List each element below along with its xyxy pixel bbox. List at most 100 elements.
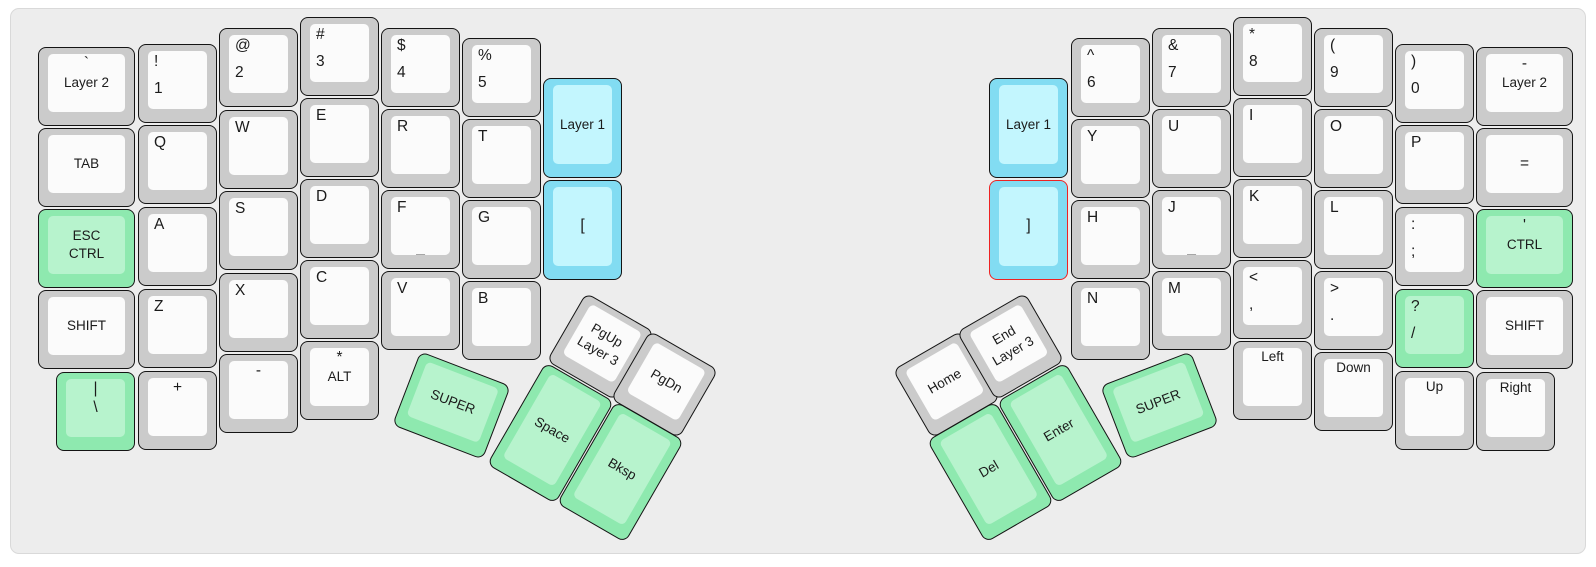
keycap-top: !1 — [148, 51, 207, 109]
key-quote-ctrl[interactable]: 'CTRL — [1476, 209, 1573, 288]
key-super-left[interactable]: SUPER — [391, 350, 511, 460]
key-legend: Enter — [1040, 415, 1076, 445]
keycap-top: V — [391, 278, 450, 336]
key-legend: B — [478, 290, 489, 307]
key-dollar-4[interactable]: $4 — [381, 28, 460, 107]
keycap-top: + — [148, 378, 207, 436]
key-shift-right[interactable]: SHIFT — [1476, 290, 1573, 369]
key-h[interactable]: H — [1071, 200, 1150, 279]
key-c[interactable]: C — [300, 260, 379, 339]
keycap-top: *8 — [1243, 24, 1302, 82]
key-legend: SUPER — [427, 386, 477, 417]
keycap-top: TAB — [48, 135, 125, 193]
key-q[interactable]: Q — [138, 125, 217, 204]
keycap-top: = — [1486, 135, 1563, 193]
key-legend: SHIFT — [67, 318, 106, 334]
key-layer2-left[interactable]: `Layer 2 — [38, 47, 135, 126]
key-z[interactable]: Z — [138, 289, 217, 368]
keycap-top: #3 — [310, 24, 369, 82]
key-d[interactable]: D — [300, 179, 379, 258]
keycap-top: ] — [999, 187, 1058, 266]
keycap-top: O — [1324, 116, 1383, 174]
key-u[interactable]: U — [1152, 109, 1231, 188]
key-legend: - — [255, 362, 262, 379]
key-legend: Home — [924, 365, 964, 397]
key-legend: 8 — [1249, 53, 1258, 71]
key-legend: A — [154, 216, 165, 233]
key-w[interactable]: W — [219, 110, 298, 189]
key-legend: 9 — [1330, 64, 1339, 82]
key-r[interactable]: R — [381, 109, 460, 188]
key-f-homing[interactable]: F_ — [381, 190, 460, 269]
key-s[interactable]: S — [219, 191, 298, 270]
key-legend: CTRL — [68, 246, 105, 261]
key-gt-period[interactable]: >. — [1314, 271, 1393, 350]
key-a[interactable]: A — [138, 207, 217, 286]
keycap-top: F_ — [391, 197, 450, 256]
key-t[interactable]: T — [462, 119, 541, 198]
key-layer1-left[interactable]: Layer 1 — [543, 78, 622, 178]
key-plus[interactable]: + — [138, 371, 217, 450]
key-legend: SHIFT — [1505, 318, 1544, 334]
key-arrow-right[interactable]: Right — [1476, 372, 1555, 451]
key-legend: H — [1087, 209, 1099, 226]
key-shift-left[interactable]: SHIFT — [38, 290, 135, 369]
key-n[interactable]: N — [1071, 281, 1150, 360]
key-legend: 5 — [478, 74, 487, 92]
key-exclam-1[interactable]: !1 — [138, 44, 217, 123]
key-k[interactable]: K — [1233, 179, 1312, 258]
key-tab[interactable]: TAB — [38, 128, 135, 207]
key-legend: Space — [531, 413, 573, 446]
key-rbracket-highlighted[interactable]: ] — [989, 180, 1068, 280]
key-legend: Y — [1087, 128, 1098, 145]
key-p[interactable]: P — [1395, 125, 1474, 204]
key-percent-5[interactable]: %5 — [462, 38, 541, 117]
keycap-top: J_ — [1162, 197, 1221, 256]
key-star-alt[interactable]: *ALT — [300, 341, 379, 420]
key-y[interactable]: Y — [1071, 119, 1150, 198]
key-legend: [ — [580, 217, 585, 235]
keycap-top: Layer 1 — [553, 85, 612, 164]
key-g[interactable]: G — [462, 200, 541, 279]
keycap-top: R — [391, 116, 450, 174]
key-j-homing[interactable]: J_ — [1152, 190, 1231, 269]
key-minus[interactable]: - — [219, 354, 298, 433]
key-e[interactable]: E — [300, 98, 379, 177]
key-lbracket[interactable]: [ — [543, 180, 622, 280]
key-caret-6[interactable]: ^6 — [1071, 38, 1150, 117]
key-amp-7[interactable]: &7 — [1152, 28, 1231, 107]
key-star-8[interactable]: *8 — [1233, 17, 1312, 96]
keycap-top: [ — [553, 187, 612, 266]
key-layer1-right[interactable]: Layer 1 — [989, 78, 1068, 178]
key-v[interactable]: V — [381, 271, 460, 350]
key-legend: L — [1330, 199, 1339, 216]
key-colon-semicolon[interactable]: :; — [1395, 207, 1474, 286]
key-legend: 4 — [397, 64, 406, 82]
key-equals[interactable]: = — [1476, 128, 1573, 207]
key-arrow-down[interactable]: Down — [1314, 352, 1393, 431]
key-rparen-0[interactable]: )0 — [1395, 44, 1474, 123]
key-l[interactable]: L — [1314, 190, 1393, 269]
key-b[interactable]: B — [462, 281, 541, 360]
key-lparen-9[interactable]: (9 — [1314, 28, 1393, 107]
key-legend: 0 — [1411, 80, 1420, 98]
key-arrow-up[interactable]: Up — [1395, 371, 1474, 450]
key-legend: CTRL — [1506, 237, 1543, 253]
key-x[interactable]: X — [219, 273, 298, 352]
key-m[interactable]: M — [1152, 271, 1231, 350]
key-at-2[interactable]: @2 — [219, 28, 298, 107]
key-o[interactable]: O — [1314, 109, 1393, 188]
key-legend: Layer 2 — [1501, 75, 1548, 91]
key-super-right[interactable]: SUPER — [1099, 350, 1219, 460]
key-lt-comma[interactable]: <, — [1233, 260, 1312, 339]
key-pipe-backslash[interactable]: |\ — [56, 372, 135, 451]
keycap-top: U — [1162, 116, 1221, 174]
key-hash-3[interactable]: #3 — [300, 17, 379, 96]
key-question-slash[interactable]: ?/ — [1395, 289, 1474, 368]
key-i[interactable]: I — [1233, 98, 1312, 177]
key-minus-layer2[interactable]: -Layer 2 — [1476, 47, 1573, 126]
key-arrow-left[interactable]: Left — [1233, 341, 1312, 420]
